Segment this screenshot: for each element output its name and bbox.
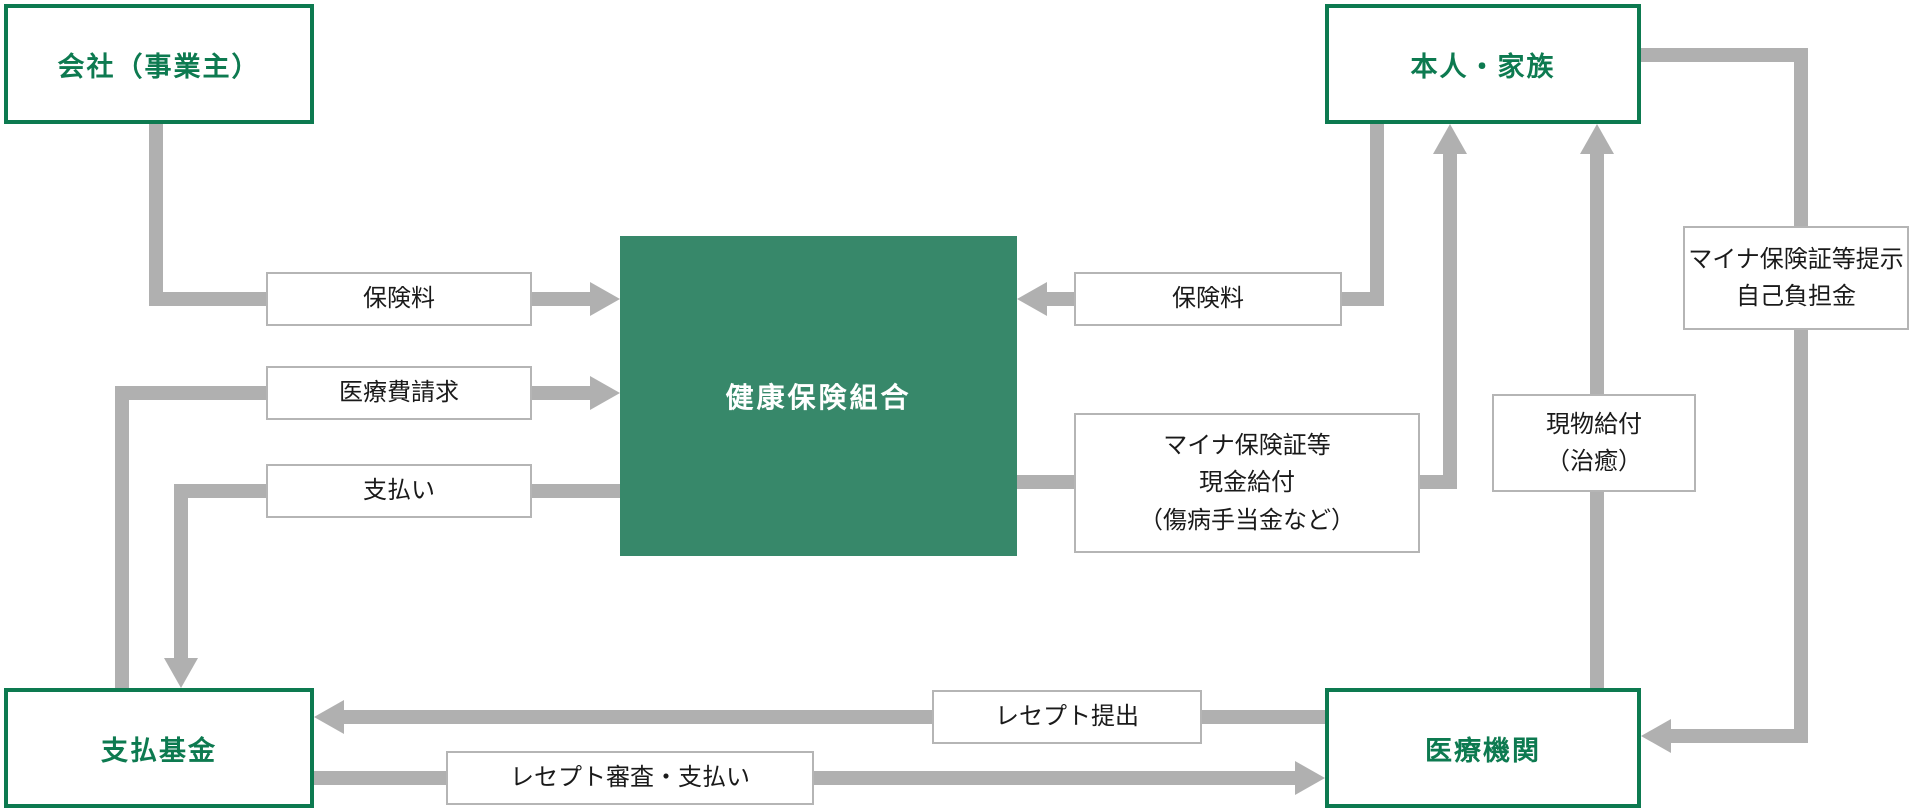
- arrow-receipt-submit-head: [314, 700, 344, 734]
- flow-label-text: （傷病手当金など）: [1139, 506, 1355, 534]
- arrow-card-copay-horizontal-top: [1641, 48, 1808, 62]
- node-company-label: 会社（事業主）: [57, 51, 261, 82]
- flow-label-text: 現物給付: [1546, 410, 1642, 438]
- arrow-premium-company-head: [590, 282, 620, 316]
- flow-label-text: （治癒）: [1546, 448, 1642, 475]
- arrow-cash-benefit-vertical: [1443, 154, 1457, 489]
- flow-label-receipt-review: レセプト審査・支払い: [446, 751, 814, 805]
- arrow-card-copay-head: [1641, 719, 1671, 753]
- node-kenpo: 健康保険組合: [620, 236, 1017, 556]
- node-medical: 医療機関: [1325, 688, 1641, 808]
- arrow-payment-vertical: [174, 484, 188, 658]
- flow-label-text: 支払い: [363, 477, 435, 505]
- arrow-card-copay-vertical: [1794, 48, 1808, 743]
- arrow-benefit-in-kind-head: [1580, 124, 1614, 154]
- node-payment-fund: 支払基金: [4, 688, 314, 808]
- flow-label-text: 医療費請求: [339, 379, 459, 407]
- flow-label-premium-company: 保険料: [266, 272, 532, 326]
- node-kenpo-label: 健康保険組合: [725, 382, 912, 413]
- arrow-premium-company-vertical: [149, 124, 163, 306]
- flow-label-premium-member: 保険料: [1074, 272, 1342, 326]
- flow-label-card-copay: マイナ保険証等提示 自己負担金: [1683, 226, 1909, 330]
- flow-label-benefit-in-kind: 現物給付 （治癒）: [1492, 394, 1696, 492]
- flow-label-medical-claim: 医療費請求: [266, 366, 532, 420]
- arrow-cash-benefit-head: [1433, 124, 1467, 154]
- arrow-receipt-review-head: [1295, 761, 1325, 795]
- flow-label-text: レセプト審査・支払い: [510, 764, 750, 792]
- flow-label-text: レセプト提出: [995, 703, 1139, 731]
- arrow-premium-member-vertical: [1370, 124, 1384, 306]
- flow-label-text: マイナ保険証等提示: [1688, 245, 1904, 273]
- arrow-premium-member-head: [1017, 282, 1047, 316]
- flow-label-cash-benefit: マイナ保険証等 現金給付 （傷病手当金など）: [1074, 413, 1420, 553]
- node-medical-label: 医療機関: [1425, 735, 1541, 766]
- arrow-medical-claim-head: [590, 376, 620, 410]
- flow-label-text: マイナ保険証等: [1163, 432, 1331, 460]
- flow-label-text: 自己負担金: [1736, 283, 1856, 310]
- node-company: 会社（事業主）: [4, 4, 314, 124]
- flow-label-receipt-submit: レセプト提出: [932, 690, 1202, 744]
- arrow-card-copay-horizontal-bottom: [1671, 729, 1808, 743]
- arrow-medical-claim-vertical: [115, 386, 129, 688]
- node-payment-fund-label: 支払基金: [101, 735, 217, 766]
- flow-label-text: 保険料: [363, 285, 435, 313]
- arrow-payment-head: [164, 658, 198, 688]
- node-member-label: 本人・家族: [1410, 51, 1556, 82]
- flow-label-text: 保険料: [1172, 285, 1244, 313]
- flow-label-payment: 支払い: [266, 464, 532, 518]
- flow-label-text: 現金給付: [1199, 469, 1295, 497]
- node-member: 本人・家族: [1325, 4, 1641, 124]
